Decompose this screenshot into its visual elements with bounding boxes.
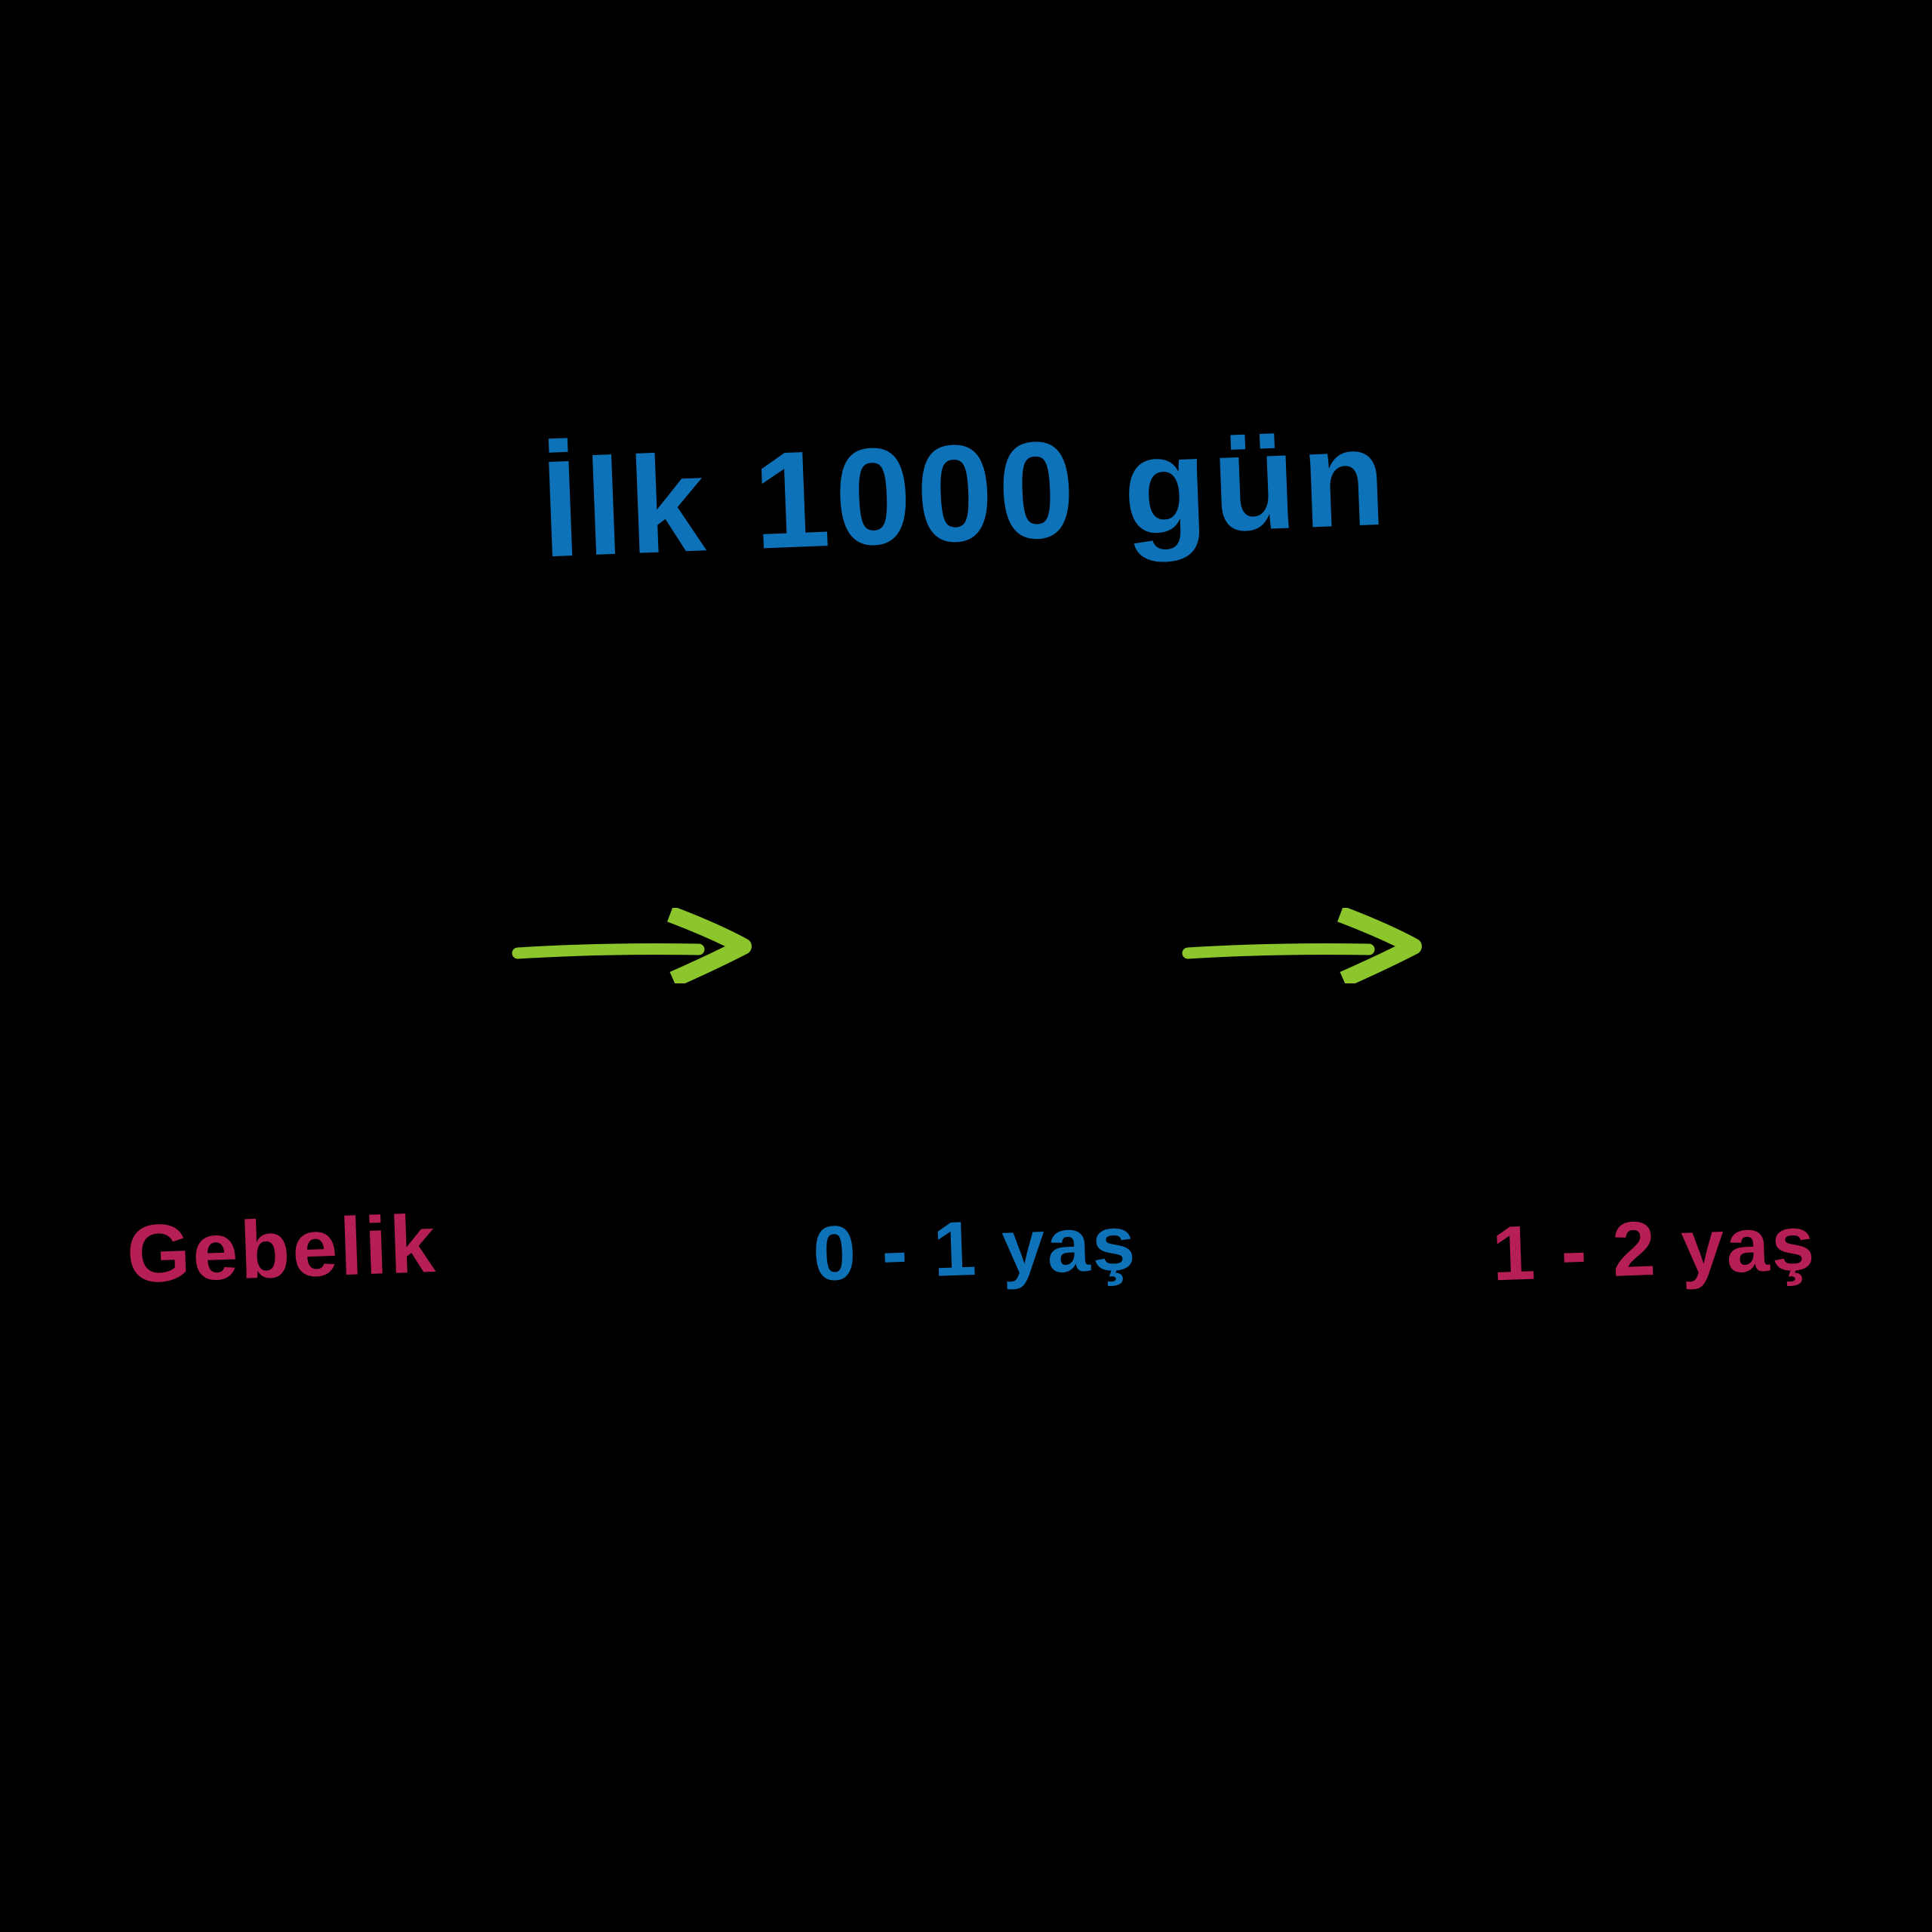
arrow-right-icon xyxy=(512,908,753,983)
stage-label-gebelik: Gebelik xyxy=(125,1197,439,1300)
arrow-right-icon xyxy=(1182,908,1423,983)
stage-label-1-2-yas: 1 - 2 yaş xyxy=(1491,1199,1818,1297)
stage-label-0-1-yas: 0 - 1 yaş xyxy=(811,1199,1139,1297)
page-title: İlk 1000 gün xyxy=(538,399,1394,586)
